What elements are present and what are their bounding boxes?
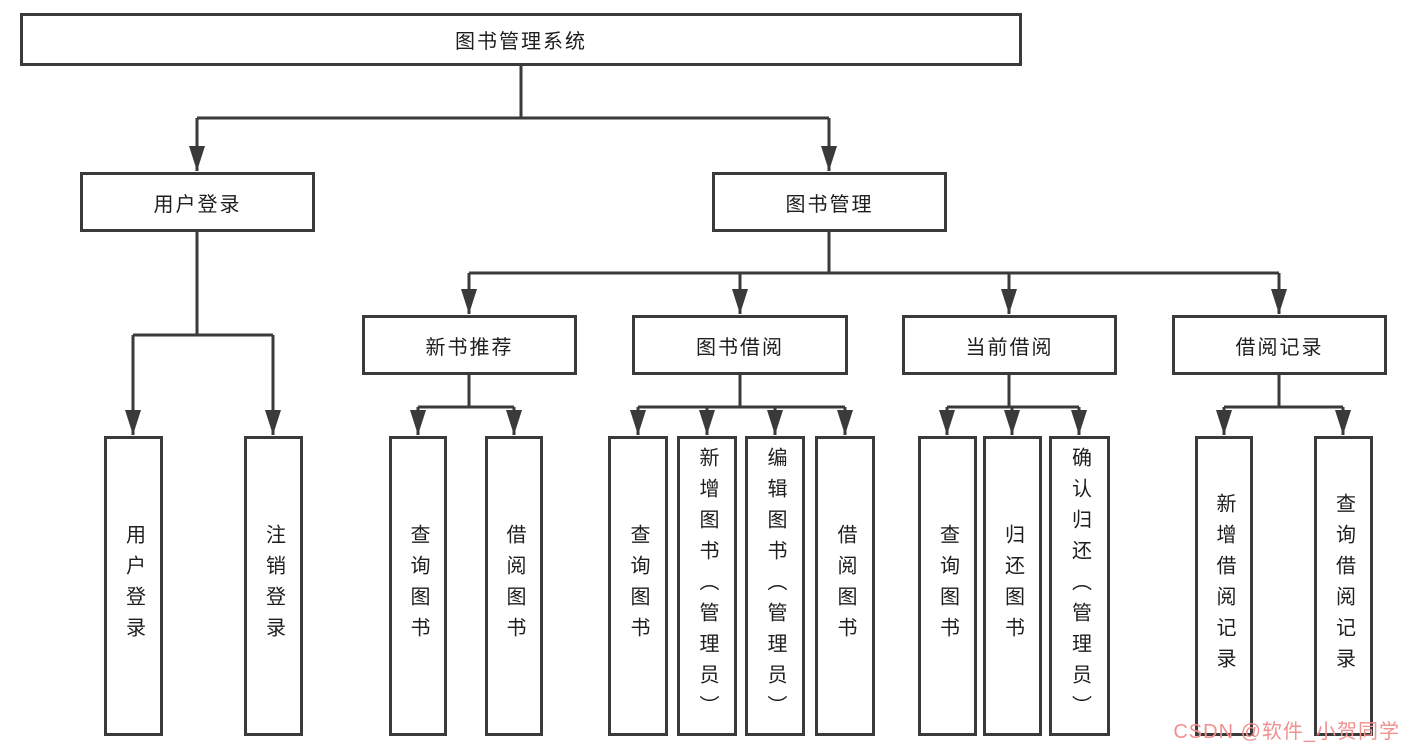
node-book-borrowing-label: 图书借阅 [696,336,784,359]
leaf-logout-label: 注销登录 [262,524,285,648]
leaf-borrowing-query-books-label: 查询图书 [627,524,649,648]
leaf-current-return-books: 归还图书 [983,436,1042,736]
node-borrowing-records-label: 借阅记录 [1235,336,1324,359]
leaf-borrowing-edit-books-admin-label: 编辑图书（管理员） [764,446,786,726]
leaf-newbook-query-books: 查询图书 [389,436,447,736]
leaf-current-query-books-label: 查询图书 [936,524,959,648]
leaf-current-confirm-return-admin: 确认归还（管理员） [1049,436,1110,736]
node-user-login-group: 用户登录 [80,172,315,232]
leaf-user-login: 用户登录 [104,436,163,736]
node-new-book-recommend-label: 新书推荐 [425,336,514,359]
node-root-system: 图书管理系统 [20,13,1022,66]
node-book-management-group-label: 图书管理 [785,193,874,216]
node-current-borrowing: 当前借阅 [902,315,1117,375]
node-current-borrowing-label: 当前借阅 [965,336,1054,359]
node-book-borrowing: 图书借阅 [632,315,848,375]
leaf-newbook-borrow-books-label: 借阅图书 [503,524,525,648]
leaf-borrowing-add-books-admin: 新增图书（管理员） [677,436,737,736]
leaf-borrowing-edit-books-admin: 编辑图书（管理员） [745,436,805,736]
node-book-management-group: 图书管理 [712,172,947,232]
leaf-records-add-record: 新增借阅记录 [1195,436,1253,736]
node-borrowing-records: 借阅记录 [1172,315,1387,375]
node-root-system-label: 图书管理系统 [455,31,587,53]
node-user-login-group-label: 用户登录 [153,193,242,216]
leaf-current-query-books: 查询图书 [918,436,977,736]
leaf-newbook-borrow-books: 借阅图书 [485,436,543,736]
leaf-current-return-books-label: 归还图书 [1001,524,1024,648]
leaf-logout: 注销登录 [244,436,303,736]
leaf-newbook-query-books-label: 查询图书 [407,524,429,648]
csdn-watermark: CSDN @软件_小贺同学 [1173,721,1400,743]
leaf-records-add-record-label: 新增借阅记录 [1213,493,1235,679]
leaf-borrowing-query-books: 查询图书 [608,436,668,736]
leaf-records-query-record: 查询借阅记录 [1314,436,1373,736]
leaf-borrowing-borrow-books-label: 借阅图书 [834,524,856,648]
leaf-borrowing-borrow-books: 借阅图书 [815,436,875,736]
node-new-book-recommend: 新书推荐 [362,315,577,375]
leaf-user-login-label: 用户登录 [122,524,145,648]
leaf-borrowing-add-books-admin-label: 新增图书（管理员） [696,446,718,726]
leaf-current-confirm-return-admin-label: 确认归还（管理员） [1068,446,1091,726]
leaf-records-query-record-label: 查询借阅记录 [1332,493,1355,679]
